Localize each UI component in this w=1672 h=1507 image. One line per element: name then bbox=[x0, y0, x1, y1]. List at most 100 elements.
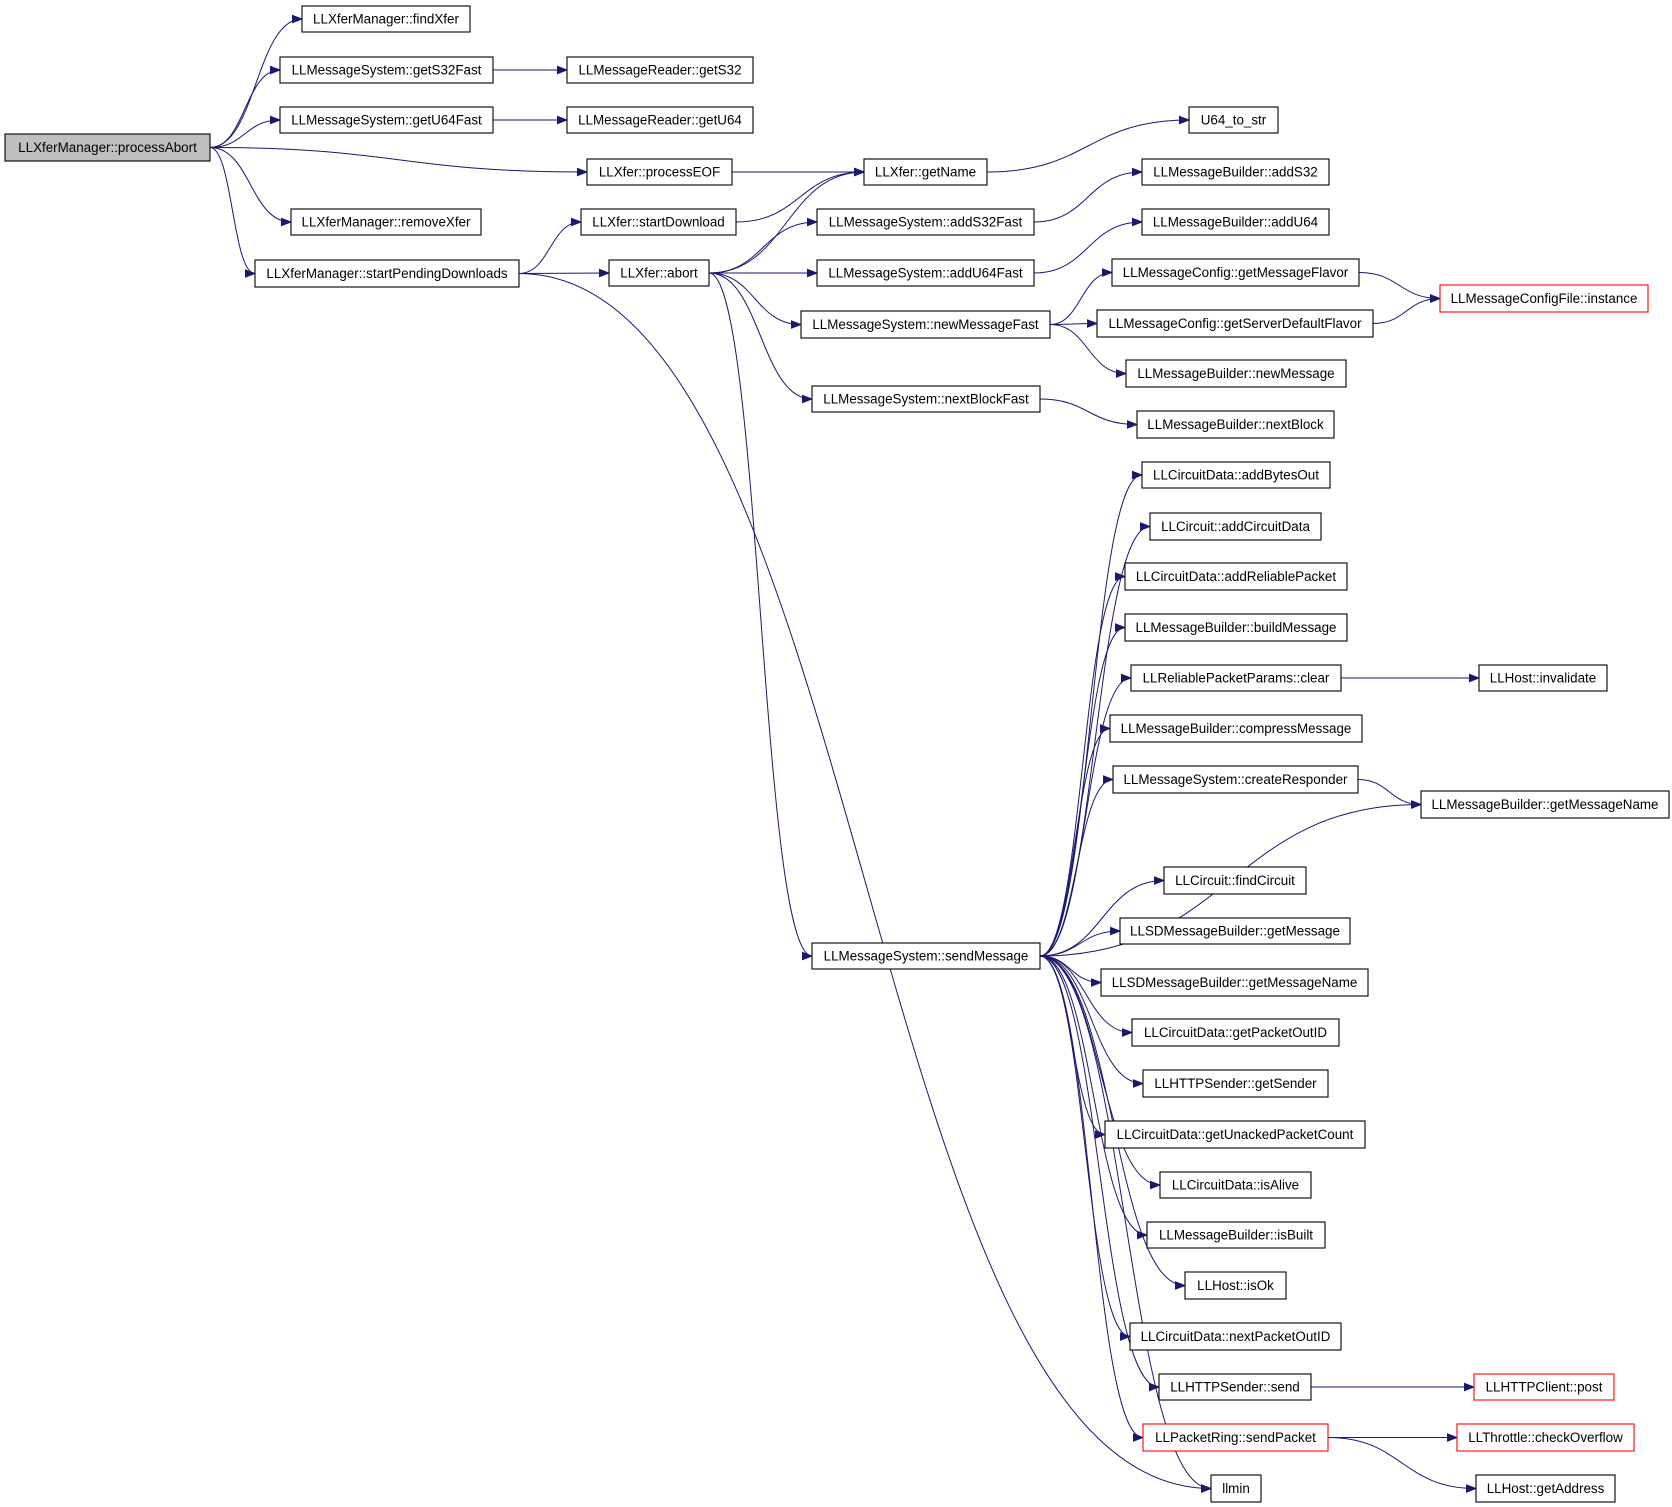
node-label: LLReliablePacketParams::clear bbox=[1143, 671, 1330, 686]
node-box bbox=[1188, 106, 1279, 134]
node-label: LLHTTPClient::post bbox=[1486, 1380, 1603, 1395]
node-label: LLMessageBuilder::compressMessage bbox=[1121, 721, 1352, 736]
node-is-ok[interactable]: LLHost::isOk bbox=[1184, 1271, 1287, 1300]
node-add-u64[interactable]: LLMessageBuilder::addU64 bbox=[1141, 208, 1330, 236]
node-label: LLXferManager::startPendingDownloads bbox=[266, 266, 507, 281]
node-start-pending-downloads[interactable]: LLXferManager::startPendingDownloads bbox=[254, 259, 520, 288]
node-add-s32[interactable]: LLMessageBuilder::addS32 bbox=[1141, 158, 1330, 186]
node-add-bytes-out[interactable]: LLCircuitData::addBytesOut bbox=[1141, 461, 1331, 489]
node-get-sender[interactable]: LLHTTPSender::getSender bbox=[1142, 1069, 1329, 1098]
edge-send-message-to-compress-message bbox=[1039, 729, 1111, 957]
node-add-circuit-data[interactable]: LLCircuit::addCircuitData bbox=[1149, 512, 1322, 541]
edge-send-packet-to-get-address bbox=[1327, 1437, 1476, 1489]
node-send-packet[interactable]: LLPacketRing::sendPacket bbox=[1142, 1423, 1329, 1452]
node-remove-xfer[interactable]: LLXferManager::removeXfer bbox=[290, 208, 482, 236]
node-llmin[interactable]: llmin bbox=[1210, 1474, 1262, 1503]
node-get-message[interactable]: LLSDMessageBuilder::getMessage bbox=[1119, 917, 1351, 945]
edge-send-message-to-llmin bbox=[1039, 955, 1211, 1489]
node-box bbox=[566, 56, 754, 84]
node-label: LLMessageBuilder::nextBlock bbox=[1147, 417, 1324, 432]
node-get-message-flavor[interactable]: LLMessageConfig::getMessageFlavor bbox=[1111, 258, 1360, 287]
node-box bbox=[608, 259, 710, 287]
node-create-responder[interactable]: LLMessageSystem::createResponder bbox=[1112, 765, 1359, 794]
node-clear[interactable]: LLReliablePacketParams::clear bbox=[1130, 664, 1342, 692]
node-get-u64[interactable]: LLMessageReader::getU64 bbox=[566, 106, 754, 134]
edge-new-message-fast-to-new-message bbox=[1049, 324, 1126, 374]
edge-send-message-to-create-responder bbox=[1039, 780, 1114, 957]
node-label: LLPacketRing::sendPacket bbox=[1155, 1430, 1316, 1445]
node-label: LLMessageReader::getS32 bbox=[578, 63, 741, 78]
node-get-u64-fast[interactable]: LLMessageSystem::getU64Fast bbox=[279, 106, 494, 134]
node-check-overflow[interactable]: LLThrottle::checkOverflow bbox=[1456, 1423, 1635, 1452]
edge-process-abort-to-get-s32-fast bbox=[209, 70, 280, 148]
node-box bbox=[1129, 1322, 1342, 1351]
node-get-address[interactable]: LLHost::getAddress bbox=[1475, 1474, 1616, 1503]
node-find-circuit[interactable]: LLCircuit::findCircuit bbox=[1163, 866, 1307, 895]
node-label: LLMessageSystem::createResponder bbox=[1123, 772, 1348, 787]
node-start-download[interactable]: LLXfer::startDownload bbox=[580, 208, 737, 236]
edge-process-abort-to-get-u64-fast bbox=[209, 120, 280, 148]
node-is-built[interactable]: LLMessageBuilder::isBuilt bbox=[1146, 1221, 1326, 1249]
edge-process-abort-to-remove-xfer bbox=[209, 147, 291, 223]
node-next-packet-out-id[interactable]: LLCircuitData::nextPacketOutID bbox=[1129, 1322, 1342, 1351]
node-process-abort[interactable]: LLXferManager::processAbort bbox=[4, 133, 211, 162]
node-box bbox=[301, 5, 471, 33]
node-add-s32-fast[interactable]: LLMessageSystem::addS32Fast bbox=[816, 208, 1035, 236]
node-label: LLMessageBuilder::addS32 bbox=[1153, 165, 1318, 180]
node-send[interactable]: LLHTTPSender::send bbox=[1158, 1373, 1312, 1401]
edge-create-responder-to-get-message-name bbox=[1357, 779, 1421, 805]
edge-abort-to-add-s32-fast bbox=[708, 222, 817, 274]
node-box bbox=[863, 158, 988, 186]
node-process-eof[interactable]: LLXfer::processEOF bbox=[586, 158, 733, 186]
node-box bbox=[811, 385, 1041, 413]
node-label: LLMessageSystem::getU64Fast bbox=[291, 113, 482, 128]
node-box bbox=[1456, 1423, 1635, 1452]
node-label: LLMessageBuilder::getMessageName bbox=[1431, 797, 1658, 812]
node-label: LLMessageBuilder::addU64 bbox=[1153, 215, 1319, 230]
node-get-s32-fast[interactable]: LLMessageSystem::getS32Fast bbox=[279, 56, 494, 84]
node-compress-message[interactable]: LLMessageBuilder::compressMessage bbox=[1109, 714, 1363, 743]
node-build-message[interactable]: LLMessageBuilder::buildMessage bbox=[1124, 613, 1348, 642]
node-get-name[interactable]: LLXfer::getName bbox=[863, 158, 988, 186]
node-post[interactable]: LLHTTPClient::post bbox=[1473, 1373, 1615, 1401]
node-is-alive[interactable]: LLCircuitData::isAlive bbox=[1159, 1171, 1312, 1199]
node-box bbox=[1141, 208, 1330, 236]
node-label: LLMessageConfig::getServerDefaultFlavor bbox=[1108, 316, 1362, 331]
node-sd-get-message-name[interactable]: LLSDMessageBuilder::getMessageName bbox=[1100, 968, 1369, 997]
node-box bbox=[1119, 917, 1351, 945]
node-new-message[interactable]: LLMessageBuilder::newMessage bbox=[1125, 359, 1347, 388]
node-get-server-default-flavor[interactable]: LLMessageConfig::getServerDefaultFlavor bbox=[1096, 309, 1374, 338]
node-get-s32[interactable]: LLMessageReader::getS32 bbox=[566, 56, 754, 84]
node-abort[interactable]: LLXfer::abort bbox=[608, 259, 710, 287]
node-label: LLXfer::processEOF bbox=[599, 165, 720, 180]
node-box bbox=[1142, 1423, 1329, 1452]
node-invalidate[interactable]: LLHost::invalidate bbox=[1478, 664, 1608, 692]
node-box bbox=[1112, 765, 1359, 794]
node-label: LLCircuitData::isAlive bbox=[1172, 1178, 1299, 1193]
node-u64-to-str[interactable]: U64_to_str bbox=[1188, 106, 1279, 134]
node-instance[interactable]: LLMessageConfigFile::instance bbox=[1439, 284, 1649, 313]
node-label: LLThrottle::checkOverflow bbox=[1468, 1430, 1623, 1445]
edge-get-name-to-u64-to-str bbox=[986, 120, 1189, 173]
node-box bbox=[1124, 613, 1348, 642]
node-label: LLHTTPSender::getSender bbox=[1154, 1076, 1317, 1091]
node-box bbox=[580, 208, 737, 236]
node-label: LLHost::isOk bbox=[1197, 1278, 1274, 1293]
node-next-block-fast[interactable]: LLMessageSystem::nextBlockFast bbox=[811, 385, 1041, 413]
node-box bbox=[1159, 1171, 1312, 1199]
node-get-unacked-packet-count[interactable]: LLCircuitData::getUnackedPacketCount bbox=[1104, 1120, 1366, 1149]
node-box bbox=[1111, 258, 1360, 287]
node-get-message-name[interactable]: LLMessageBuilder::getMessageName bbox=[1420, 790, 1670, 819]
node-send-message[interactable]: LLMessageSystem::sendMessage bbox=[811, 942, 1041, 970]
node-box bbox=[1210, 1474, 1262, 1503]
node-add-reliable-packet[interactable]: LLCircuitData::addReliablePacket bbox=[1124, 562, 1348, 591]
node-box bbox=[1100, 968, 1369, 997]
node-find-xfer[interactable]: LLXferManager::findXfer bbox=[301, 5, 471, 33]
node-box bbox=[1149, 512, 1322, 541]
node-next-block[interactable]: LLMessageBuilder::nextBlock bbox=[1136, 410, 1335, 439]
node-get-packet-out-id[interactable]: LLCircuitData::getPacketOutID bbox=[1131, 1018, 1340, 1047]
node-box bbox=[290, 208, 482, 236]
node-add-u64-fast[interactable]: LLMessageSystem::addU64Fast bbox=[816, 259, 1035, 287]
node-new-message-fast[interactable]: LLMessageSystem::newMessageFast bbox=[800, 310, 1051, 339]
node-box bbox=[1475, 1474, 1616, 1503]
